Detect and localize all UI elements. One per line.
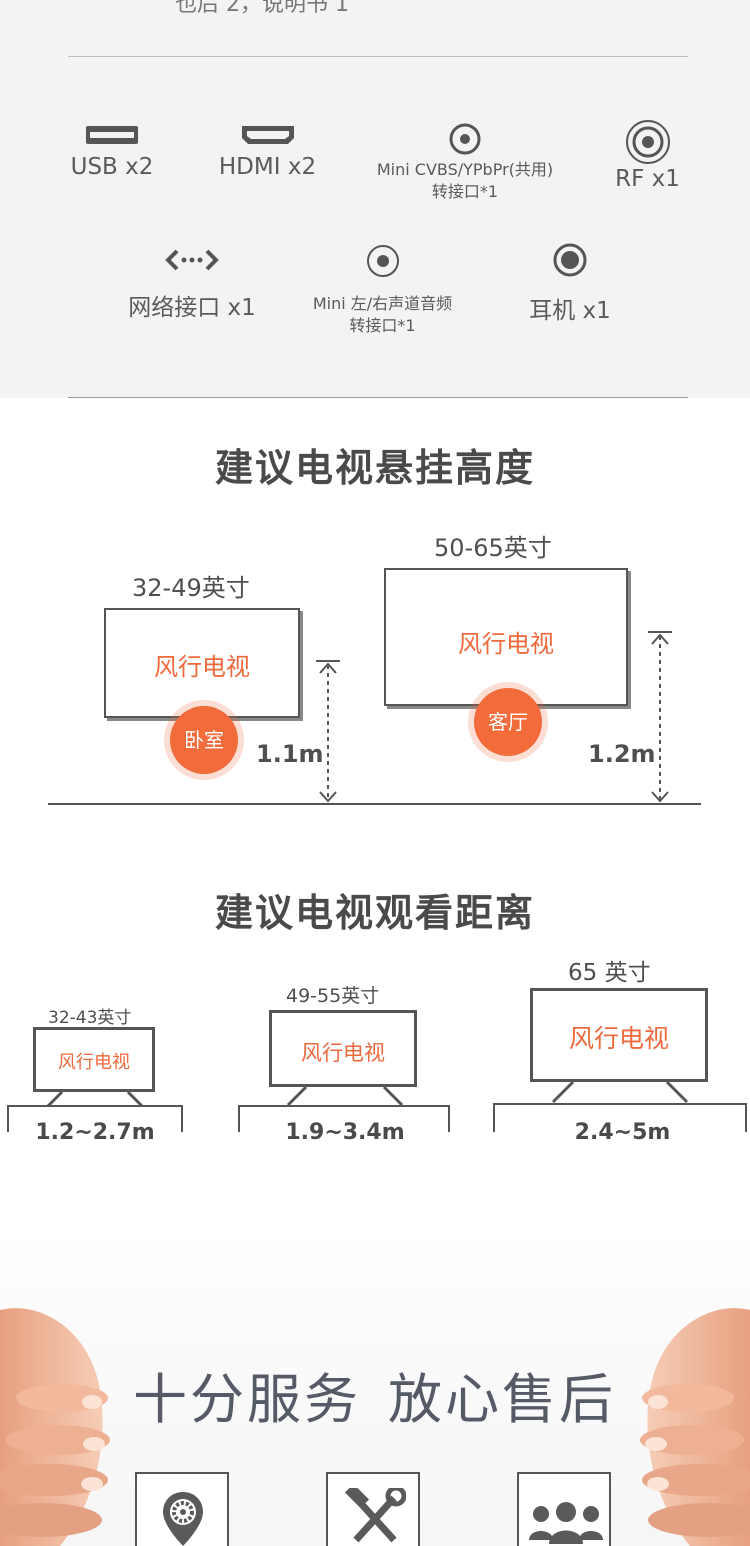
tv1-height: 1.1m xyxy=(256,740,324,768)
cvbs-label-line2: 转接口*1 xyxy=(431,182,499,201)
vtv2-screen: 风行电视 xyxy=(269,1010,417,1087)
vtv2-distance: 1.9~3.4m xyxy=(285,1120,405,1145)
vtv1-brand: 风行电视 xyxy=(58,1052,130,1073)
slogan-right: 放心售后 xyxy=(388,1368,616,1431)
hdmi-icon xyxy=(241,126,294,144)
vtv1-stand xyxy=(46,1090,144,1108)
vtv2-size-label: 49-55英寸 xyxy=(286,985,380,1007)
divider-bottom xyxy=(68,397,688,398)
earphone-jack-icon xyxy=(553,243,587,277)
hdmi-label: HDMI x2 xyxy=(218,154,317,180)
tv2-height: 1.2m xyxy=(588,740,656,768)
tv2-brand: 风行电视 xyxy=(458,630,554,658)
vtv3-table xyxy=(493,1103,747,1132)
tv2-screen: 风行电视 xyxy=(384,568,628,706)
service-card-team xyxy=(517,1472,611,1546)
hammer-wrench-icon xyxy=(344,1488,406,1543)
network-arrows-icon xyxy=(165,249,219,271)
port-usb: USB x2 xyxy=(58,122,166,180)
service-card-repair xyxy=(326,1472,420,1546)
service-card-location xyxy=(135,1472,229,1546)
height-arrow-1 xyxy=(316,660,340,803)
audio-jack-icon xyxy=(366,245,399,277)
tv1-brand: 风行电视 xyxy=(154,653,250,681)
cvbs-jack-icon xyxy=(449,123,481,155)
usb-label: USB x2 xyxy=(70,154,154,180)
earphone-label: 耳机 x1 xyxy=(529,298,611,324)
vtv3-stand xyxy=(551,1080,689,1104)
service-section xyxy=(0,1230,750,1546)
vtv1-screen: 风行电视 xyxy=(33,1027,155,1092)
port-cvbs: Mini CVBS/YPbPr(共用) 转接口*1 xyxy=(350,121,580,203)
bedroom-badge: 卧室 xyxy=(170,706,238,774)
vtv3-brand: 风行电视 xyxy=(568,1024,669,1053)
vtv2-stand xyxy=(286,1085,404,1107)
vtv1-size-label: 32-43英寸 xyxy=(48,1008,132,1028)
rf-label: RF x1 xyxy=(615,166,680,192)
ports-section: 也后 2，说明书 1 USB x2 HDMI x2 Mini CVBS/YPbP… xyxy=(0,0,750,398)
cvbs-label-line1: Mini CVBS/YPbPr(共用) xyxy=(376,160,554,179)
port-network: 网络接口 x1 xyxy=(112,246,272,322)
vtv1-table xyxy=(7,1105,183,1132)
height-arrow-2 xyxy=(648,631,672,803)
location-gear-icon xyxy=(163,1492,203,1546)
port-earphone: 耳机 x1 xyxy=(515,241,625,325)
viewing-distance-title: 建议电视观看距离 xyxy=(214,891,535,935)
port-hdmi: HDMI x2 xyxy=(205,122,330,180)
cut-off-text: 也后 2，说明书 1 xyxy=(175,0,349,17)
tv1-size-label: 32-49英寸 xyxy=(132,574,250,602)
vtv3-screen: 风行电视 xyxy=(530,988,708,1082)
hanging-height-title: 建议电视悬挂高度 xyxy=(214,446,535,490)
vtv2-table xyxy=(238,1105,450,1132)
slogan-left: 十分服务 xyxy=(133,1368,361,1431)
tv2-size-label: 50-65英寸 xyxy=(434,534,552,562)
vtv2-brand: 风行电视 xyxy=(301,1041,385,1065)
network-label: 网络接口 x1 xyxy=(128,295,256,321)
floor-line xyxy=(48,803,701,805)
usb-icon xyxy=(86,126,138,144)
port-audio: Mini 左/右声道音频 转接口*1 xyxy=(290,243,475,337)
right-hand-image xyxy=(640,1308,750,1546)
team-people-icon xyxy=(529,1502,603,1544)
port-rf: RF x1 xyxy=(605,118,690,192)
left-hand-image xyxy=(0,1308,110,1546)
divider-top xyxy=(68,56,688,57)
rf-jack-icon xyxy=(625,120,670,164)
vtv3-size-label: 65 英寸 xyxy=(568,960,651,986)
audio-label-line2: 转接口*1 xyxy=(349,316,416,335)
vtv3-distance: 2.4~5m xyxy=(574,1120,671,1145)
tv1-screen: 风行电视 xyxy=(104,608,300,718)
vtv1-distance: 1.2~2.7m xyxy=(35,1120,155,1145)
audio-label-line1: Mini 左/右声道音频 xyxy=(312,294,453,313)
living-room-badge: 客厅 xyxy=(474,688,542,756)
